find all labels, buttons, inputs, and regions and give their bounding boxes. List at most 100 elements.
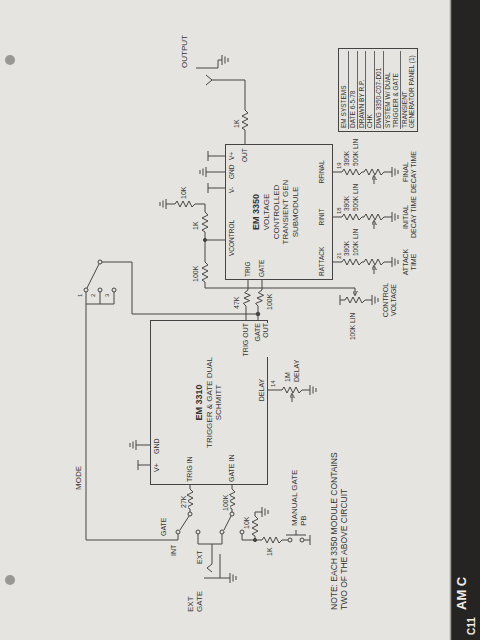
schematic-label: VCONTROL bbox=[228, 220, 235, 256]
schematic-label: GATE bbox=[258, 260, 265, 277]
schematic-label: DELAY bbox=[293, 360, 301, 382]
module-title: EM SYSTEMS bbox=[340, 51, 349, 129]
schematic-label: 10K bbox=[180, 187, 188, 199]
mode-switch bbox=[86, 290, 178, 540]
binder-print: C11 bbox=[466, 617, 478, 635]
module-text: DRAWN BY R.P. bbox=[358, 51, 367, 129]
manual-gate-pushbutton bbox=[300, 538, 304, 542]
schematic-label: 27K bbox=[180, 496, 188, 508]
manual-gate-pushbutton bbox=[262, 537, 282, 543]
mode-switch bbox=[98, 260, 102, 264]
control-voltage-mixer bbox=[340, 295, 368, 305]
manual-gate-pushbutton bbox=[242, 534, 310, 545]
mode-switch bbox=[112, 288, 116, 292]
ext-gate-jack bbox=[204, 554, 226, 578]
mode-switch bbox=[84, 260, 260, 540]
module-text: SYSTEM W/ DUAL TRIGGER & GATE bbox=[384, 51, 401, 129]
delay-pot bbox=[268, 390, 306, 391]
module-text: DWG 3350-C07-D01 bbox=[375, 51, 384, 129]
schematic-label: 390K bbox=[343, 241, 350, 256]
schematic-label: 1K bbox=[233, 119, 241, 128]
gate-select-switch bbox=[240, 530, 244, 534]
module-title: EM 3310 bbox=[194, 384, 205, 420]
delay-pot bbox=[292, 394, 293, 402]
control-voltage-mixer bbox=[205, 240, 225, 241]
gate-select-switch bbox=[196, 530, 200, 534]
schematic-label: GATE OUT bbox=[254, 323, 270, 357]
signal-wire bbox=[256, 280, 264, 320]
schematic-label: EXT GATE bbox=[186, 586, 204, 612]
manual-gate-pushbutton bbox=[258, 507, 268, 517]
3310-power-pins bbox=[138, 445, 150, 470]
time-pots bbox=[333, 167, 398, 274]
output-jack bbox=[218, 55, 228, 65]
schematic-label: 390K bbox=[343, 151, 350, 166]
gate-select-switch bbox=[188, 512, 192, 516]
ext-gate-jack bbox=[226, 573, 236, 583]
gate-select-switch bbox=[176, 530, 180, 534]
schematic-label: 14 bbox=[270, 380, 277, 387]
output-jack bbox=[196, 55, 248, 144]
gate-select-switch bbox=[220, 530, 224, 534]
control-voltage-mixer bbox=[175, 201, 195, 207]
schematic-label: V- bbox=[228, 187, 235, 193]
time-pots bbox=[342, 169, 362, 175]
delay-pot bbox=[306, 385, 316, 395]
module-title: EM 3350 bbox=[251, 194, 262, 230]
schematic-label: 1 bbox=[77, 294, 84, 297]
schematic-label: V+ bbox=[228, 152, 235, 160]
title-block: EM SYSTEMSDATE 6-5-78DRAWN BY R.P.CHKDWG… bbox=[338, 48, 418, 132]
schematic-label: 10K bbox=[243, 517, 251, 529]
control-voltage-mixer bbox=[203, 238, 206, 241]
module-text: VOLTAGE CONTROLLED TRANSIENT GEN SUBMODU… bbox=[262, 173, 300, 251]
schematic-label: 100K bbox=[192, 266, 200, 282]
output-jack bbox=[242, 110, 248, 130]
gate-select-switch bbox=[180, 516, 189, 530]
mode-switch bbox=[98, 288, 102, 292]
schematic-label: 100K bbox=[266, 294, 274, 310]
control-voltage-mixer bbox=[355, 288, 356, 295]
schematic-label: 100K LIN bbox=[349, 313, 356, 340]
schematic-label: 500K LIN bbox=[352, 184, 359, 211]
signal-wire bbox=[243, 280, 250, 320]
control-voltage-mixer bbox=[202, 262, 208, 282]
mode-switch bbox=[87, 264, 99, 288]
module-text: DATE 6-5-78 bbox=[349, 51, 358, 129]
ext-gate-jack bbox=[198, 534, 222, 552]
schematic-label: MODE bbox=[74, 466, 83, 490]
time-pots bbox=[374, 221, 375, 229]
time-pots bbox=[388, 212, 398, 222]
schematic-label: GND bbox=[228, 165, 235, 179]
schematic-label: TRIG bbox=[244, 261, 251, 277]
schematic-label: V+ bbox=[153, 463, 161, 472]
schematic-label: OUTPUT bbox=[180, 35, 189, 68]
output-jack bbox=[212, 80, 245, 144]
time-pots bbox=[364, 214, 384, 220]
3350-power-pins bbox=[200, 151, 225, 193]
schematic-label: MANUAL GATE PB bbox=[290, 464, 308, 526]
schematic-label: INITIAL DECAY TIME bbox=[402, 196, 418, 238]
schematic-label: INT bbox=[170, 545, 178, 556]
delay-pot bbox=[282, 387, 302, 393]
schematic-label: EXT bbox=[196, 550, 204, 564]
schematic-label: RFINAL bbox=[318, 158, 325, 186]
module-box: EM 3310TRIGGER & GATE DUAL SCHMITT bbox=[150, 320, 268, 485]
time-pots bbox=[374, 176, 375, 184]
manual-gate-pushbutton bbox=[252, 516, 258, 536]
schematic-label: 500K LIN bbox=[352, 139, 359, 166]
control-voltage-mixer bbox=[202, 212, 208, 232]
manual-gate-pushbutton bbox=[286, 530, 306, 535]
gate-select-switch bbox=[230, 512, 234, 516]
module-text: TRIGGER & GATE DUAL SCHMITT bbox=[205, 355, 224, 450]
time-pots bbox=[364, 169, 384, 175]
schematic-label: TRIG IN bbox=[186, 456, 194, 482]
manual-gate-pushbutton bbox=[288, 538, 292, 542]
time-pots bbox=[342, 259, 362, 265]
control-voltage-mixer bbox=[345, 297, 365, 303]
mode-switch bbox=[84, 288, 88, 292]
gate-select-switch bbox=[224, 516, 231, 530]
schematic-label: 47K bbox=[233, 297, 241, 309]
schematic-label: RATTACK bbox=[318, 248, 325, 276]
module-box: EM 3350VOLTAGE CONTROLLED TRANSIENT GEN … bbox=[225, 144, 333, 280]
output-jack bbox=[206, 75, 212, 85]
